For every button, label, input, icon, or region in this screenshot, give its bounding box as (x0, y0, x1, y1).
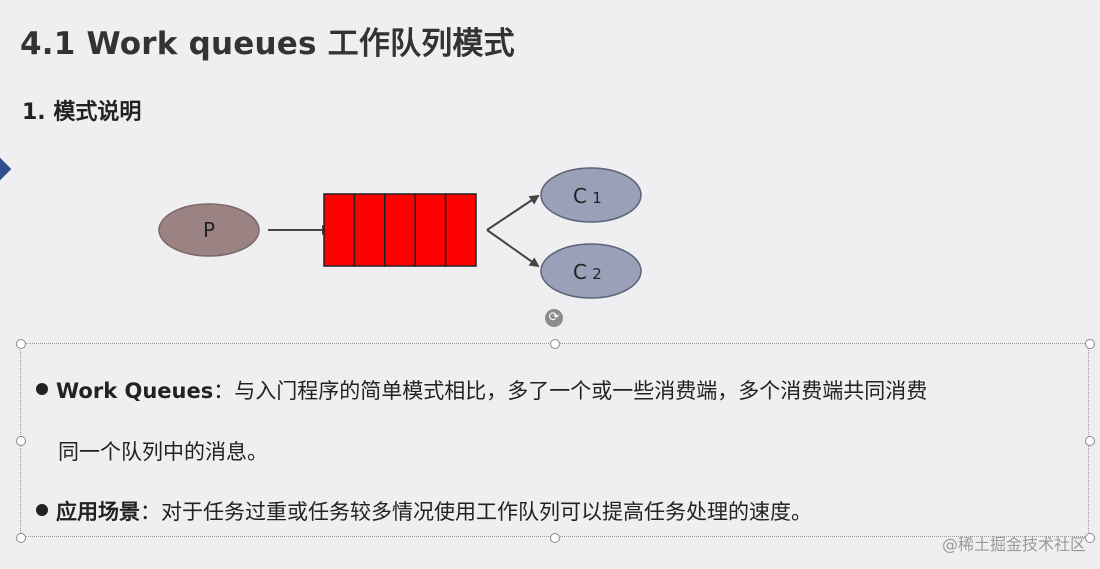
queue-cell (414, 193, 447, 267)
bullet-dot-icon (36, 383, 48, 395)
rotate-handle-icon[interactable]: ⟳ (545, 309, 563, 327)
slide-title: 4.1 Work queues 工作队列模式 (20, 26, 515, 62)
resize-handle-top-center[interactable] (550, 339, 560, 349)
bullet-1-line-1: Work Queues：与入门程序的简单模式相比，多了一个或一些消费端，多个消费… (36, 375, 927, 405)
consumer-1-index: 1 (592, 189, 602, 207)
consumer-2-index: 2 (592, 265, 602, 283)
resize-handle-top-left[interactable] (16, 339, 26, 349)
producer-label: P (203, 218, 215, 242)
resize-handle-bottom-right[interactable] (1085, 533, 1095, 543)
producer-node: P (158, 203, 260, 257)
bullet-1-separator: ： (213, 379, 235, 403)
consumer-2-letter: C (573, 260, 587, 284)
bullet-1-term: Work Queues (56, 379, 214, 403)
bullet-1-text-continued: 同一个队列中的消息。 (58, 440, 268, 464)
resize-handle-middle-right[interactable] (1085, 436, 1095, 446)
consumer-1-letter: C (573, 184, 587, 208)
consumer-node-2: C 2 (540, 243, 642, 299)
resize-handle-bottom-left[interactable] (16, 533, 26, 543)
section-heading: 1. 模式说明 (22, 100, 142, 125)
resize-handle-middle-left[interactable] (16, 436, 26, 446)
arrow-queue-to-c2 (486, 229, 540, 268)
resize-handle-top-right[interactable] (1085, 339, 1095, 349)
bullet-1-text: 与入门程序的简单模式相比，多了一个或一些消费端，多个消费端共同消费 (234, 379, 928, 403)
resize-handle-bottom-center[interactable] (550, 533, 560, 543)
consumer-node-1: C 1 (540, 167, 642, 223)
queue-cell (353, 193, 386, 267)
bullet-2-line-1: 应用场景：对于任务过重或任务较多情况使用工作队列可以提高任务处理的速度。 (36, 496, 812, 526)
queue (323, 193, 477, 267)
bullet-2-text: 对于任务过重或任务较多情况使用工作队列可以提高任务处理的速度。 (161, 500, 812, 524)
queue-cell (323, 193, 356, 267)
bullet-1-line-2: 同一个队列中的消息。 (58, 436, 268, 466)
queue-cell (384, 193, 416, 267)
watermark: @稀土掘金技术社区 (941, 535, 1086, 554)
bullet-2-term: 应用场景 (56, 500, 140, 524)
bullet-dot-icon (36, 504, 48, 516)
arrow-queue-to-c1 (486, 194, 540, 231)
queue-cell (444, 193, 477, 267)
bullet-2-separator: ： (140, 500, 161, 524)
